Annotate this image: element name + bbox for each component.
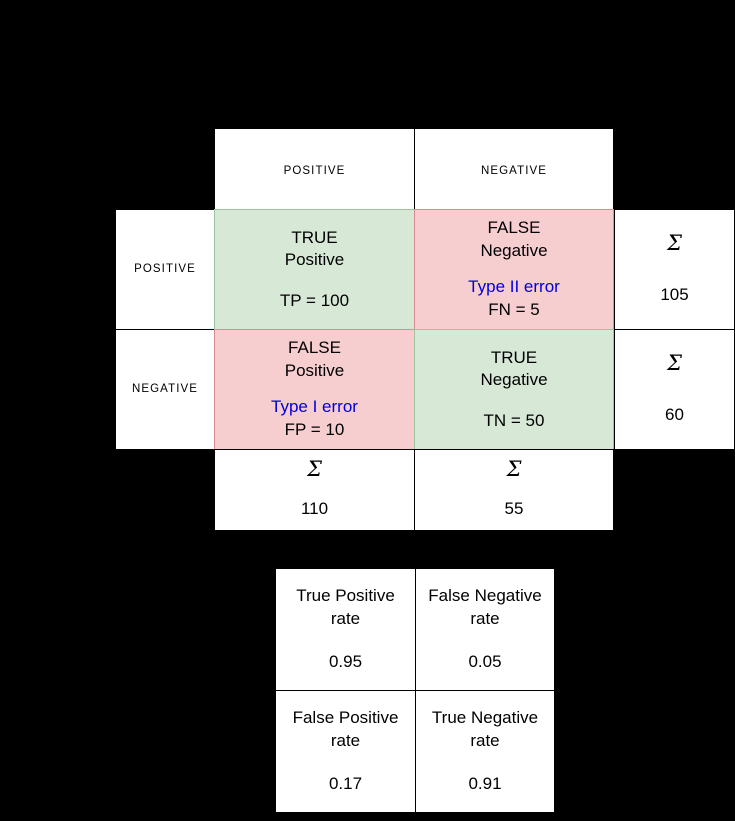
rate-true-positive: True Positive rate 0.95 (275, 568, 416, 691)
true-positive-subtitle: Positive (284, 250, 345, 270)
row-sum-positive: Σ 105 (614, 209, 735, 330)
rate-true-positive-value: 0.95 (328, 652, 363, 672)
rate-true-negative-value: 0.91 (468, 774, 502, 794)
column-sum-positive-value: 110 (300, 499, 329, 519)
false-negative-subtitle: Negative (480, 240, 548, 260)
column-sum-positive: Σ 110 (214, 449, 415, 531)
false-negative-title: FALSE (487, 218, 541, 238)
sigma-icon: Σ (667, 230, 682, 255)
row-header-negative-label: NEGATIVE (131, 382, 199, 395)
rate-true-positive-unit: rate (330, 608, 361, 628)
rate-false-negative: False Negative rate 0.05 (415, 568, 555, 691)
column-header-negative: NEGATIVE (414, 128, 614, 210)
column-header-positive-label: POSITIVE (283, 165, 346, 177)
rates-table: True Positive rate 0.95 False Negative r… (275, 568, 555, 813)
confusion-matrix: POSITIVE NEGATIVE POSITIVE NEGATIVE TRUE… (115, 128, 735, 531)
row-header-negative: NEGATIVE (115, 329, 215, 450)
true-negative-title: TRUE (490, 347, 538, 367)
column-header-positive: POSITIVE (214, 128, 415, 210)
true-positive-title: TRUE (291, 227, 338, 247)
rate-false-positive-unit: rate (330, 730, 361, 750)
row-header-positive-label: POSITIVE (134, 262, 196, 275)
false-positive-error-label: Type I error (271, 397, 358, 416)
true-negative-value: TN = 50 (483, 410, 545, 430)
sigma-icon: Σ (506, 457, 522, 482)
column-sum-negative: Σ 55 (414, 449, 614, 531)
rate-true-positive-name: True Positive (296, 586, 395, 606)
cell-true-positive: TRUE Positive TP = 100 (214, 209, 415, 330)
rate-true-negative-name: True Negative (431, 708, 539, 728)
row-sum-positive-value: 105 (660, 284, 689, 304)
row-sum-negative: Σ 60 (614, 329, 735, 450)
rate-true-negative: True Negative rate 0.91 (415, 690, 555, 813)
false-positive-value: FP = 10 (284, 420, 345, 440)
rate-false-negative-name: False Negative (428, 586, 542, 606)
row-header-positive: POSITIVE (115, 209, 215, 330)
cell-false-negative: FALSE Negative Type II error FN = 5 (414, 209, 614, 330)
true-negative-subtitle: Negative (480, 370, 548, 390)
cell-true-negative: TRUE Negative TN = 50 (414, 329, 614, 450)
false-negative-error-label: Type II error (468, 277, 560, 296)
column-sum-negative-value: 55 (504, 499, 524, 519)
rate-false-negative-value: 0.05 (468, 652, 502, 672)
cell-false-positive: FALSE Positive Type I error FP = 10 (214, 329, 415, 450)
rate-false-negative-unit: rate (470, 608, 500, 628)
column-header-negative-label: NEGATIVE (480, 165, 548, 177)
rate-false-positive-value: 0.17 (328, 774, 363, 794)
rate-false-positive: False Positive rate 0.17 (275, 690, 416, 813)
sigma-icon: Σ (667, 350, 682, 375)
sigma-icon: Σ (307, 457, 322, 482)
row-sum-negative-value: 60 (665, 404, 684, 424)
rate-false-positive-name: False Positive (292, 708, 399, 728)
false-positive-subtitle: Positive (284, 360, 345, 380)
false-positive-title: FALSE (288, 338, 341, 358)
true-positive-value: TP = 100 (279, 290, 350, 310)
false-negative-value: FN = 5 (488, 300, 540, 320)
rate-true-negative-unit: rate (470, 730, 500, 750)
